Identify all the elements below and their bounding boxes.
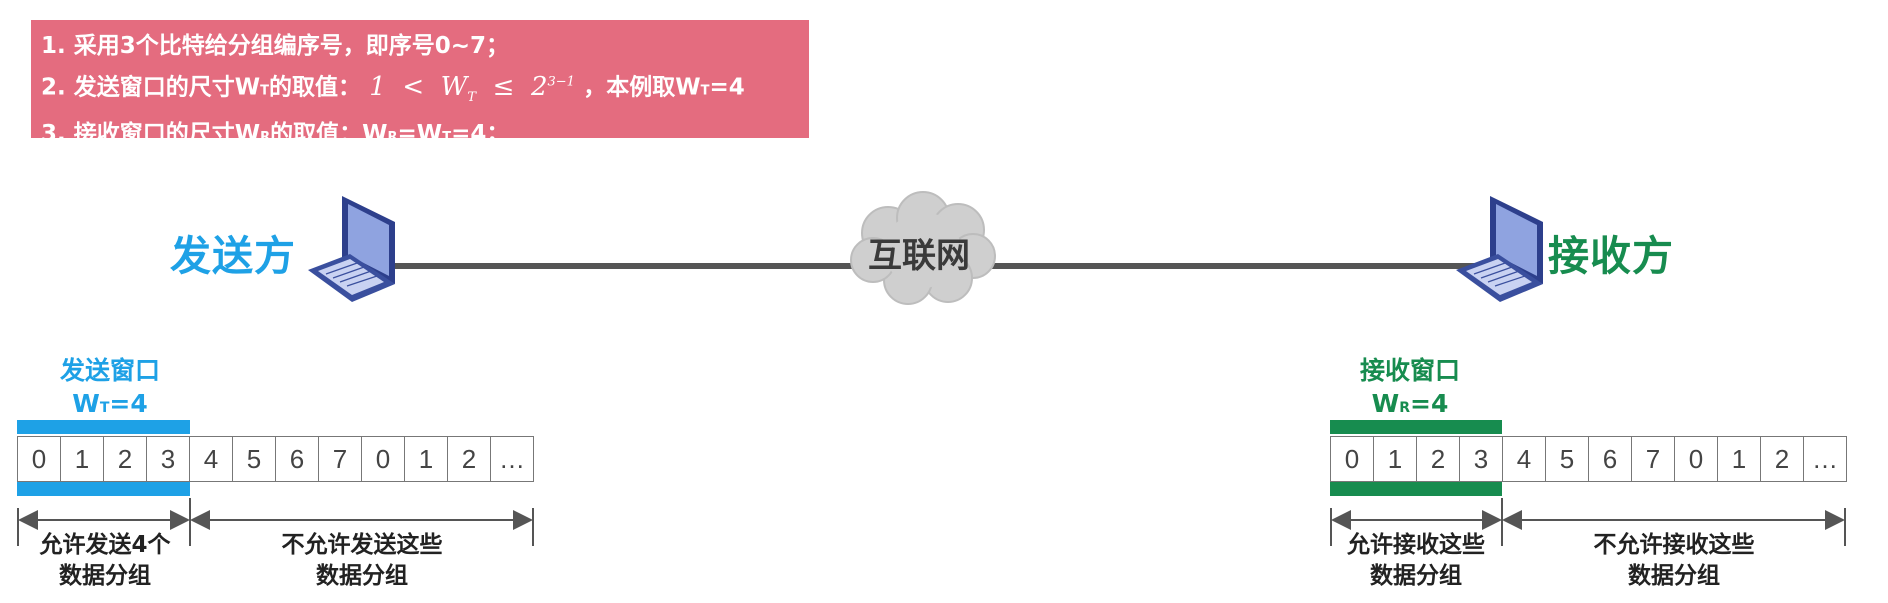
receiver-laptop-icon — [1456, 196, 1543, 302]
sender-seq-cell: 1 — [61, 437, 104, 481]
window-formula: 1 < WT ≤ 23−1 — [369, 71, 575, 105]
sender-seq-cell: 4 — [190, 437, 233, 481]
sender-laptop-icon — [308, 196, 395, 302]
cloud-icon — [850, 191, 996, 305]
sender-window-size: WT=4 — [72, 389, 148, 418]
receiver-seq-cell: 7 — [1632, 437, 1675, 481]
link-line-right — [982, 263, 1490, 269]
link-line-left — [390, 263, 875, 269]
sender-seq-cell: 2 — [104, 437, 147, 481]
sender-seq-cell: 1 — [405, 437, 448, 481]
receiver-seq-cell: 3 — [1460, 437, 1503, 481]
sender-sequence: 0 1 2 3 4 5 6 7 0 1 2 … — [17, 436, 534, 482]
sender-window-bottom-bar — [17, 482, 190, 496]
receiver-sequence: 0 1 2 3 4 5 6 7 0 1 2 … — [1330, 436, 1847, 482]
receiver-seq-cell: 0 — [1675, 437, 1718, 481]
receiver-seq-cell: 1 — [1374, 437, 1417, 481]
sender-allowed-label: 允许发送4个 数据分组 — [39, 532, 171, 589]
receiver-seq-cell: 2 — [1417, 437, 1460, 481]
receiver-seq-cell: 5 — [1546, 437, 1589, 481]
network-label: 互联网 — [868, 236, 970, 276]
receiver-seq-cell: 4 — [1503, 437, 1546, 481]
receiver-seq-cell: … — [1804, 437, 1847, 481]
sender-seq-cell: … — [491, 437, 534, 481]
receiver-seq-cell: 0 — [1331, 437, 1374, 481]
rule-line-1: 1. 采用3个比特给分组编序号，即序号0~7； — [41, 33, 510, 59]
receiver-disallowed-label: 不允许接收这些 数据分组 — [1593, 532, 1755, 589]
receiver-seq-cell: 6 — [1589, 437, 1632, 481]
receiver-window-top-bar — [1330, 420, 1502, 434]
receiver-label: 接收方 — [1548, 232, 1674, 280]
receiver-window-bottom-bar — [1330, 482, 1502, 496]
sender-seq-cell: 6 — [276, 437, 319, 481]
rule-line-3: 3. 接收窗口的尺寸WR的取值：WR=WT=4； — [41, 120, 510, 147]
receiver-seq-cell: 2 — [1761, 437, 1804, 481]
sender-seq-cell: 5 — [233, 437, 276, 481]
sender-seq-cell: 7 — [319, 437, 362, 481]
rule-line-2: 2. 发送窗口的尺寸WT的取值： 1 < WT ≤ 23−1 ，本例取WT=4 — [41, 71, 745, 105]
sender-window-top-bar — [17, 420, 190, 434]
sender-seq-cell: 3 — [147, 437, 190, 481]
sender-seq-cell: 0 — [362, 437, 405, 481]
sender-seq-cell: 2 — [448, 437, 491, 481]
sender-disallowed-label: 不允许发送这些 数据分组 — [281, 532, 443, 589]
sender-label: 发送方 — [170, 232, 296, 280]
sender-seq-cell: 0 — [18, 437, 61, 481]
rules-box: 1. 采用3个比特给分组编序号，即序号0~7； 2. 发送窗口的尺寸WT的取值：… — [31, 20, 809, 147]
receiver-seq-cell: 1 — [1718, 437, 1761, 481]
receiver-allowed-label: 允许接收这些 数据分组 — [1347, 532, 1485, 589]
sender-window-title: 发送窗口 WT=4 — [30, 354, 190, 425]
receiver-window-title: 接收窗口 WR=4 — [1330, 354, 1490, 425]
receiver-window-size: WR=4 — [1371, 389, 1449, 418]
